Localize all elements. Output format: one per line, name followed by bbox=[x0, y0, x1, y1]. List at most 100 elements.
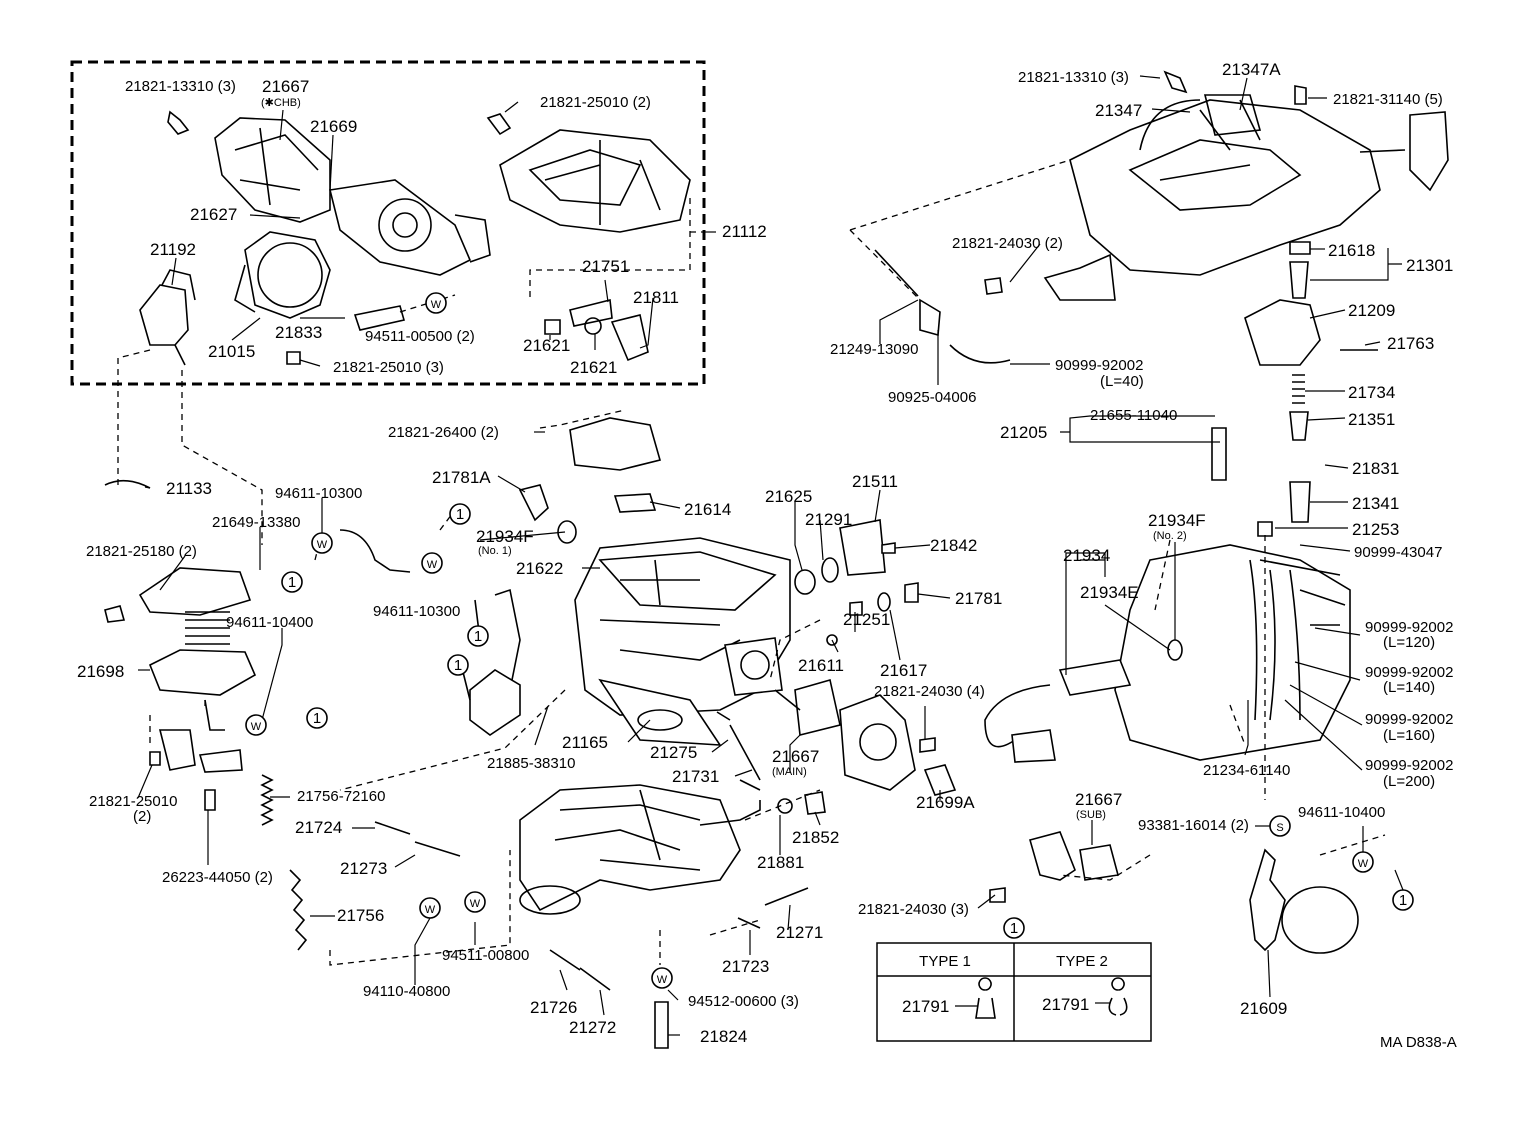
dashed-leader-lines bbox=[117, 159, 1386, 966]
part-label: 90999-92002 bbox=[1055, 357, 1143, 374]
part-label: 21934F bbox=[1148, 511, 1206, 530]
symbol-s-marker: S bbox=[1269, 815, 1291, 837]
part-label: 21821-24030 (2) bbox=[952, 235, 1063, 252]
part-label: 21781 bbox=[955, 589, 1002, 608]
part-label: 94611-10400 bbox=[1298, 804, 1385, 821]
screw-21833-shape bbox=[353, 305, 406, 331]
part-label: (L=160) bbox=[1383, 727, 1435, 744]
part-label: 21821-25010 (3) bbox=[333, 359, 444, 376]
part-label: 21291 bbox=[805, 510, 852, 529]
part-label: (No. 2) bbox=[1153, 530, 1187, 542]
part-label: 21852 bbox=[792, 828, 839, 847]
symbol-w-text: W bbox=[431, 299, 442, 311]
pump-cover-21698-shape bbox=[138, 567, 252, 616]
vacuum-unit-21609-bracket-shape bbox=[1249, 848, 1286, 952]
type-table-header-type-1: TYPE 1 bbox=[919, 953, 971, 970]
part-label: 21273 bbox=[340, 859, 387, 878]
part-label: 90999-92002 bbox=[1365, 664, 1453, 681]
part-label: 94511-00500 (2) bbox=[365, 328, 475, 345]
vacuum-unit-21192-shape bbox=[139, 284, 189, 346]
pump-diaphragm-21698-shape bbox=[148, 649, 257, 696]
type-table-cell-type-2: 21791 bbox=[1042, 995, 1089, 1014]
type-table-ref-symbol bbox=[1003, 917, 1025, 939]
part-label: 90999-92002 bbox=[1365, 619, 1453, 636]
part-label: 21511 bbox=[852, 472, 898, 491]
part-label: 21617 bbox=[880, 661, 927, 680]
part-label: 21347A bbox=[1222, 60, 1281, 79]
part-label: 21165 bbox=[562, 733, 608, 752]
part-label: 21824 bbox=[700, 1027, 747, 1046]
part-label: 21699A bbox=[916, 793, 975, 812]
part-label: 21885-38310 bbox=[487, 755, 575, 772]
symbol-w-marker: W bbox=[425, 292, 447, 314]
symbol-one-marker: 1 bbox=[467, 625, 489, 647]
symbol-one-marker: 1 bbox=[281, 571, 303, 593]
part-label: 21015 bbox=[208, 342, 255, 361]
upper-body-21347-shape bbox=[1069, 99, 1381, 276]
part-label: 21842 bbox=[930, 536, 977, 555]
symbol-one-marker: 1 bbox=[1392, 889, 1414, 911]
symbol-w-text: W bbox=[657, 974, 668, 986]
part-label: 94611-10300 bbox=[373, 603, 460, 620]
part-label: 21734 bbox=[1348, 383, 1395, 402]
symbol-w-marker: W bbox=[421, 552, 443, 574]
part-label: 94611-10300 bbox=[275, 485, 362, 502]
symbol-one-text: 1 bbox=[1399, 892, 1407, 909]
part-label: 90999-92002 bbox=[1365, 711, 1453, 728]
part-label: 21341 bbox=[1352, 494, 1399, 513]
part-label: 21821-13310 (3) bbox=[125, 78, 236, 95]
symbol-w-marker: W bbox=[311, 532, 333, 554]
part-label: 21205 bbox=[1000, 423, 1047, 442]
part-label: 21351 bbox=[1348, 410, 1395, 429]
part-label: 21831 bbox=[1352, 459, 1399, 478]
part-label: 21763 bbox=[1387, 334, 1434, 353]
part-label: 21751 bbox=[582, 257, 629, 276]
air-horn-21112-shape bbox=[499, 129, 691, 233]
part-label: 21609 bbox=[1240, 999, 1287, 1018]
symbol-one-text: 1 bbox=[288, 574, 296, 591]
symbol-w-marker: W bbox=[464, 891, 486, 913]
symbol-w-marker: W bbox=[419, 897, 441, 919]
symbol-one-text: 1 bbox=[456, 506, 464, 523]
type-table: 1 TYPE 1 TYPE 2 21791 21791 bbox=[876, 917, 1152, 1042]
symbol-w-marker: W bbox=[245, 714, 267, 736]
clip-type-1-icon bbox=[975, 977, 996, 1019]
part-label: 94611-10400 bbox=[226, 614, 313, 631]
part-label: 21627 bbox=[190, 205, 237, 224]
symbol-w-text: W bbox=[470, 898, 481, 910]
part-label: 94512-00600 (3) bbox=[688, 993, 799, 1010]
part-label: 21649-13380 bbox=[212, 514, 300, 531]
solid-leader-lines bbox=[137, 75, 1404, 1036]
part-label: 94511-00800 bbox=[442, 947, 529, 964]
part-label: 21301 bbox=[1406, 256, 1453, 275]
part-label: 21133 bbox=[166, 479, 212, 498]
part-label: (2) bbox=[133, 808, 151, 825]
symbol-one-text: 1 bbox=[454, 657, 462, 674]
part-label: 21781A bbox=[432, 468, 491, 487]
bracket-21699-shape bbox=[839, 694, 916, 791]
part-label: 21821-25010 (2) bbox=[540, 94, 651, 111]
part-label: (L=140) bbox=[1383, 679, 1435, 696]
part-label: 21667 bbox=[772, 747, 819, 766]
part-label: 21251 bbox=[843, 610, 890, 629]
bracket-21614-top-shape bbox=[569, 417, 661, 471]
symbol-one-text: 1 bbox=[313, 710, 321, 727]
symbol-one-text: 1 bbox=[474, 628, 482, 645]
part-label: 21723 bbox=[722, 957, 769, 976]
symbol-w-text: W bbox=[425, 904, 436, 916]
part-label: 21934E bbox=[1080, 583, 1139, 602]
choke-housing-21667-shape bbox=[214, 117, 331, 223]
part-label: (L=40) bbox=[1100, 373, 1144, 390]
part-label: (✱CHB) bbox=[261, 97, 301, 109]
part-label: 21726 bbox=[530, 998, 577, 1017]
part-label: 21669 bbox=[310, 117, 357, 136]
part-label: 21821-24030 (3) bbox=[858, 901, 969, 918]
part-label: 21821-24030 (4) bbox=[874, 683, 985, 700]
part-label: 21934 bbox=[1063, 546, 1110, 565]
part-label: 21821-31140 (5) bbox=[1333, 91, 1443, 108]
part-label: 21667 bbox=[262, 77, 309, 96]
part-label: 21272 bbox=[569, 1018, 616, 1037]
part-label: 21756 bbox=[337, 906, 384, 925]
part-label: 21881 bbox=[757, 853, 804, 872]
